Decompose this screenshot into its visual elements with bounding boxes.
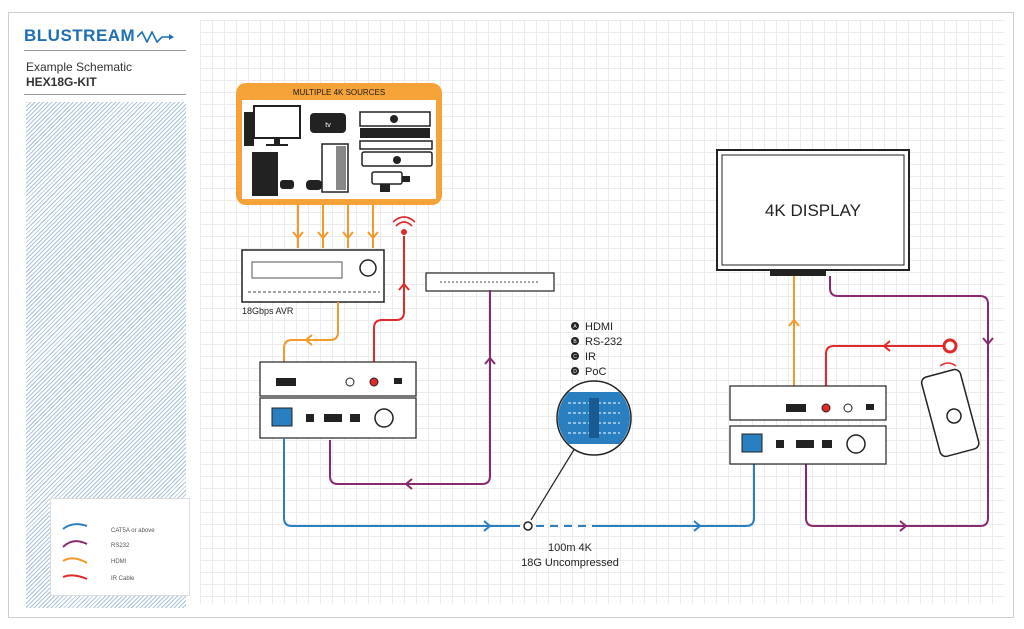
- sources-label: MULTIPLE 4K SOURCES: [293, 88, 385, 97]
- camera-icon: [371, 171, 410, 192]
- link-spec: 18G Uncompressed: [521, 557, 619, 569]
- connector-key: A HDMI B RS-232 C IR D PoC: [556, 321, 632, 456]
- ir-rx-line: [825, 345, 944, 404]
- cable-section-icon: [556, 380, 632, 456]
- svg-text:tv: tv: [325, 122, 331, 129]
- legend-item-rs232: RS232: [62, 540, 130, 549]
- key-item-poc: D PoC: [571, 366, 606, 378]
- avr-device: 18Gbps AVR: [241, 249, 385, 316]
- svg-text:A: A: [573, 324, 577, 330]
- legend-label-ir: IR Cable: [111, 576, 135, 582]
- svg-text:C: C: [573, 354, 577, 360]
- divider: [24, 50, 186, 51]
- key-label-ir: IR: [585, 351, 596, 363]
- set-top-box-icon: [359, 140, 433, 167]
- cable-join-icon: [523, 521, 533, 531]
- apple-tv-icon: tv: [310, 113, 346, 133]
- xbox-icon: [306, 143, 349, 193]
- blustream-logo: BLUSTREAM: [24, 26, 175, 46]
- schematic-title: Example Schematic: [26, 60, 133, 74]
- receiver-device: [729, 385, 887, 465]
- key-item-hdmi: A HDMI: [571, 321, 613, 333]
- hdmi-avr-to-tx-line: [283, 302, 339, 390]
- playstation-icon: [252, 152, 294, 196]
- remote-control-icon: [920, 362, 980, 458]
- ir-emitter-icon: [942, 338, 958, 354]
- hdmi-source-lines: [292, 205, 379, 248]
- divider: [24, 94, 186, 95]
- sidebar: BLUSTREAM Example Schematic HEX18G-KIT C…: [18, 18, 190, 608]
- 4k-display: 4K DISPLAY: [716, 149, 910, 276]
- legend-label-hdmi: HDMI: [111, 559, 127, 565]
- pc-monitor-icon: [244, 105, 301, 146]
- cat-cable-line: [283, 438, 755, 532]
- legend-label-cat: CAT5A or above: [111, 528, 155, 534]
- key-label-hdmi: HDMI: [585, 321, 613, 333]
- svg-text:B: B: [573, 339, 577, 345]
- key-label-rs232: RS-232: [585, 336, 622, 348]
- transmitter-device: [259, 361, 417, 439]
- display-label: 4K DISPLAY: [765, 201, 861, 220]
- schematic-frame: [8, 12, 1014, 618]
- bluray-player-icon: [359, 111, 431, 138]
- control-switch-device: [425, 272, 555, 292]
- legend-item-hdmi: HDMI: [62, 557, 127, 565]
- link-distance: 100m 4K: [548, 542, 593, 554]
- svg-text:D: D: [573, 369, 577, 375]
- rs232-display-line: [805, 276, 989, 527]
- key-item-rs232: B RS-232: [571, 336, 622, 348]
- rs232-tx-line: [329, 290, 491, 485]
- ir-tx-line: [373, 236, 405, 392]
- legend-label-rs232: RS232: [111, 543, 130, 549]
- avr-label: 18Gbps AVR: [242, 306, 294, 316]
- legend-item-cat: CAT5A or above: [62, 523, 155, 534]
- ir-receiver-icon: [392, 216, 416, 235]
- callout-pointer: [530, 447, 576, 521]
- schematic-model: HEX18G-KIT: [26, 75, 97, 89]
- sources-box: MULTIPLE 4K SOURCES tv: [236, 83, 442, 205]
- cable-legend: CAT5A or above RS232 HDMI IR Cable: [50, 498, 190, 596]
- key-item-ir: C IR: [571, 351, 596, 363]
- key-label-poc: PoC: [585, 366, 606, 378]
- legend-item-ir: IR Cable: [62, 574, 135, 582]
- wave-logo-icon: [136, 29, 175, 44]
